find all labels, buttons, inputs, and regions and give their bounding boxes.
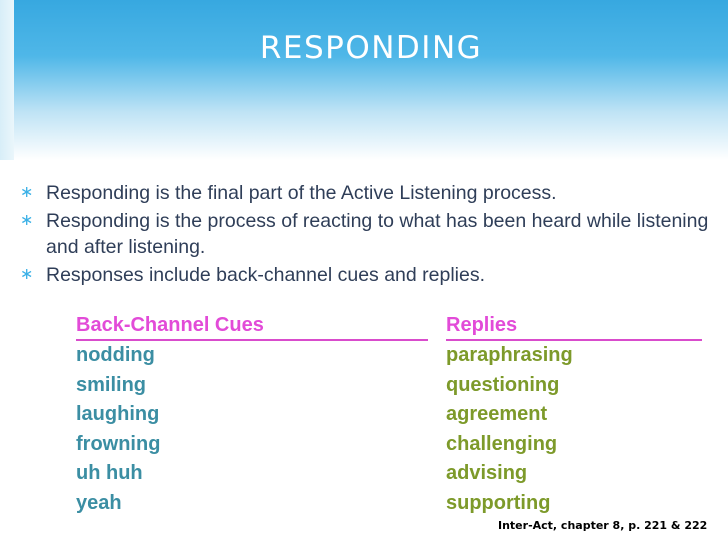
title-band xyxy=(14,0,728,160)
asterisk-bullet-icon: ∗ xyxy=(20,184,34,201)
bullet-item: ∗ Responses include back-channel cues an… xyxy=(20,262,720,288)
left-accent-band xyxy=(0,0,14,160)
asterisk-bullet-icon: ∗ xyxy=(20,212,34,229)
citation-footer: Inter-Act, chapter 8, p. 221 & 222 xyxy=(498,519,708,532)
replies-header: Replies xyxy=(446,314,702,341)
bullet-text: Responding is the process of reacting to… xyxy=(46,210,709,258)
list-item: agreement xyxy=(446,403,548,425)
list-item: smiling xyxy=(76,373,147,396)
replies-column: Replies paraphrasing questioning agreeme… xyxy=(446,314,702,518)
back-channel-cues-header: Back-Channel Cues xyxy=(76,314,428,341)
list-item: yeah xyxy=(76,491,122,514)
list-item: questioning xyxy=(446,373,560,396)
bullet-text: Responding is the final part of the Acti… xyxy=(46,182,557,204)
list-item: advising xyxy=(446,462,528,484)
asterisk-bullet-icon: ∗ xyxy=(20,266,34,283)
bullet-item: ∗ Responding is the process of reacting … xyxy=(20,208,720,260)
list-item: nodding xyxy=(76,344,155,366)
bullet-text: Responses include back-channel cues and … xyxy=(46,264,486,286)
list-item: uh huh xyxy=(76,462,143,484)
list-item: supporting xyxy=(446,491,551,514)
list-item: laughing xyxy=(76,403,160,425)
bullet-item: ∗ Responding is the final part of the Ac… xyxy=(20,180,720,206)
bullet-list: ∗ Responding is the final part of the Ac… xyxy=(20,180,720,290)
list-item: frowning xyxy=(76,432,161,455)
back-channel-cues-column: Back-Channel Cues nodding smiling laughi… xyxy=(76,314,428,518)
slide-title: RESPONDING xyxy=(259,30,483,66)
list-item: paraphrasing xyxy=(446,344,573,366)
list-item: challenging xyxy=(446,432,558,455)
